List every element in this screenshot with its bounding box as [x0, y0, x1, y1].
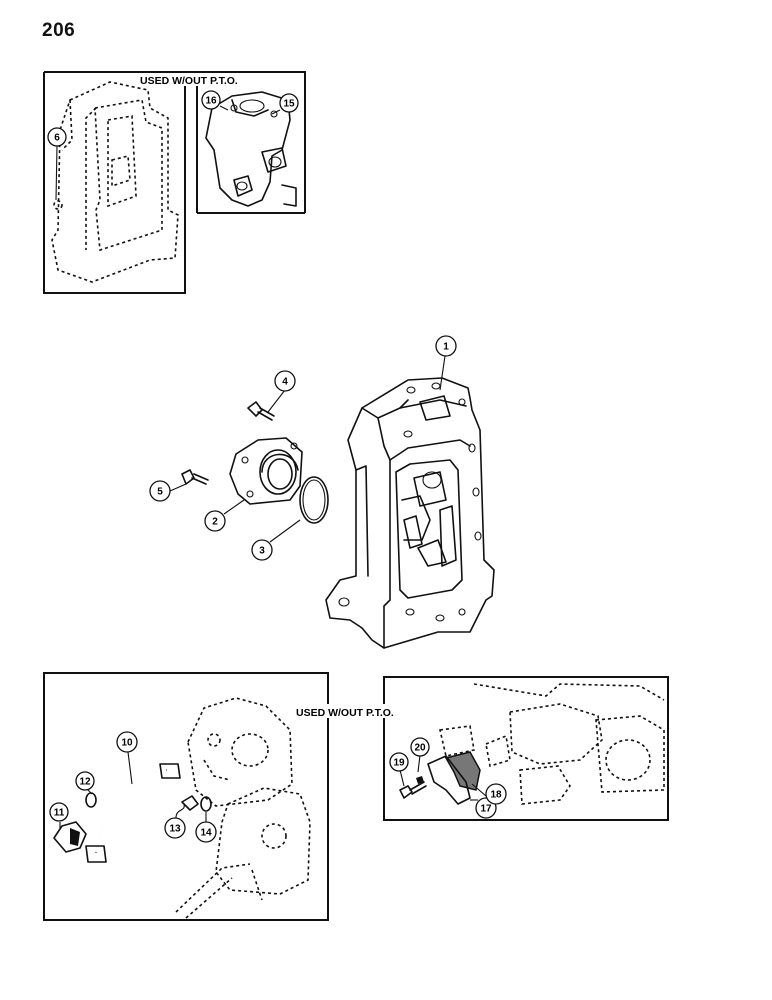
callout-16: 16: [201, 90, 221, 110]
callout-1: 1: [435, 335, 457, 357]
callout-20: 20: [410, 737, 430, 757]
svg-text:3: 3: [259, 546, 265, 557]
main-assembly: [181, 377, 495, 649]
callout-10: 10: [116, 731, 138, 753]
svg-text:6: 6: [54, 133, 60, 144]
housing-part-1: [325, 377, 495, 649]
svg-text:16: 16: [205, 96, 217, 107]
inset-housing-without-pto: [43, 71, 306, 294]
tube-part-10: [85, 763, 181, 863]
inset-caption-top: USED W/OUT P.T.O.: [140, 75, 238, 87]
svg-text:10: 10: [121, 738, 133, 749]
leader-lines: [55, 105, 487, 830]
inset-caption-bottom: USED W/OUT P.T.O.: [296, 707, 394, 719]
svg-text:5: 5: [157, 487, 163, 498]
callout-4: 4: [274, 370, 296, 392]
callout-2: 2: [204, 510, 226, 532]
callout-19: 19: [389, 752, 409, 772]
inset-oil-line: [43, 672, 329, 921]
plate-part-15: [205, 91, 297, 207]
svg-text:18: 18: [490, 790, 502, 801]
callout-6: 6: [47, 127, 67, 147]
o-ring-inner: [302, 479, 326, 521]
callout-11: 11: [49, 802, 69, 822]
retainer-part-2: [229, 437, 303, 505]
callout-14: 14: [195, 821, 217, 843]
svg-text:15: 15: [283, 99, 295, 110]
callout-15: 15: [279, 93, 299, 113]
fitting-part-13: [181, 795, 199, 811]
washer-part-20: [416, 776, 424, 784]
svg-text:20: 20: [414, 743, 426, 754]
o-ring-part-14: [200, 796, 212, 812]
svg-text:2: 2: [212, 517, 218, 528]
svg-text:12: 12: [79, 777, 91, 788]
svg-text:4: 4: [282, 377, 288, 388]
svg-text:14: 14: [200, 828, 212, 839]
svg-text:13: 13: [169, 824, 181, 835]
callout-12: 12: [75, 771, 95, 791]
elbow-part-11: [53, 821, 87, 853]
housing-phantom-outline: [51, 81, 179, 283]
callout-18: 18: [485, 783, 507, 805]
gasket-part-18: [444, 751, 481, 791]
o-ring-part-3: [299, 476, 329, 524]
svg-text:1: 1: [443, 342, 449, 353]
page-number: 206: [42, 20, 76, 41]
inset-cover-plate: [383, 676, 669, 821]
bolt-part-5: [181, 469, 209, 485]
bolt-part-19: [399, 781, 427, 799]
bolt-part-4: [247, 401, 275, 421]
callout-3: 3: [251, 539, 273, 561]
svg-text:19: 19: [393, 758, 405, 769]
housing-phantom-outline-2: [439, 683, 665, 805]
svg-text:17: 17: [480, 804, 492, 815]
pump-phantom-outline: [175, 697, 311, 919]
plate-part-17: [427, 755, 471, 805]
svg-text:11: 11: [54, 808, 65, 819]
caption-bg-2: [294, 704, 452, 718]
o-ring-part-12: [85, 792, 97, 808]
callout-5: 5: [149, 480, 171, 502]
caption-bg: [136, 73, 278, 86]
callout-13: 13: [164, 817, 186, 839]
